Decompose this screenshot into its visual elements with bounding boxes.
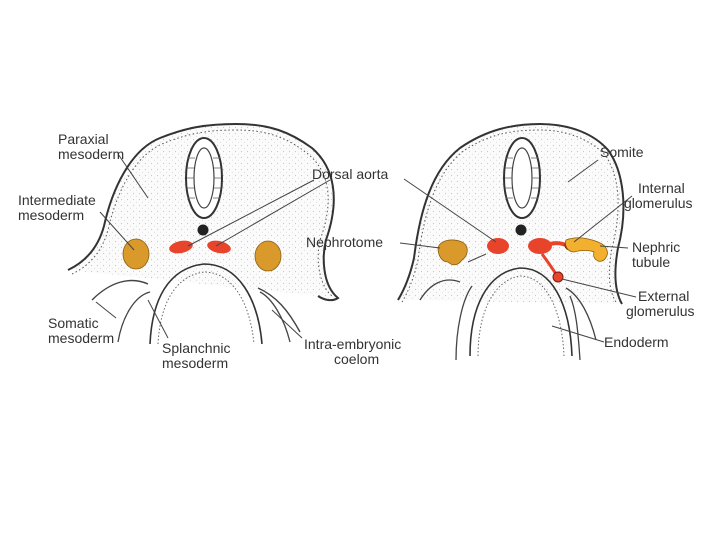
label-nephrotome: Nephrotome xyxy=(306,234,384,250)
left-dorsal-aorta-right xyxy=(207,240,231,254)
label-somite: Somite xyxy=(600,144,644,160)
left-intermediate-mesoderm-right xyxy=(254,240,282,272)
left-embryo-section xyxy=(67,122,340,345)
left-splanchnic-fold xyxy=(117,291,291,343)
left-somatopleure xyxy=(91,279,301,333)
label-dorsal-aorta: Dorsal aorta xyxy=(312,166,389,182)
right-nephrotome xyxy=(437,239,468,266)
right-nephric-tubule xyxy=(565,237,608,262)
left-intermediate-mesoderm-left xyxy=(122,238,150,270)
right-gut-endoderm xyxy=(469,267,573,357)
leader-lines xyxy=(95,153,637,343)
left-notochord xyxy=(197,224,209,236)
right-dorsal-aorta-left xyxy=(487,238,509,254)
label-endoderm: Endoderm xyxy=(604,334,669,350)
left-dorsal-aorta-left xyxy=(169,240,193,254)
right-embryo-section xyxy=(397,122,625,361)
left-gut-endoderm xyxy=(149,263,263,345)
right-body-folds xyxy=(419,279,597,361)
right-dorsal-aorta-right xyxy=(528,238,552,254)
right-external-glomerulus xyxy=(552,271,564,283)
right-notochord xyxy=(515,224,527,236)
